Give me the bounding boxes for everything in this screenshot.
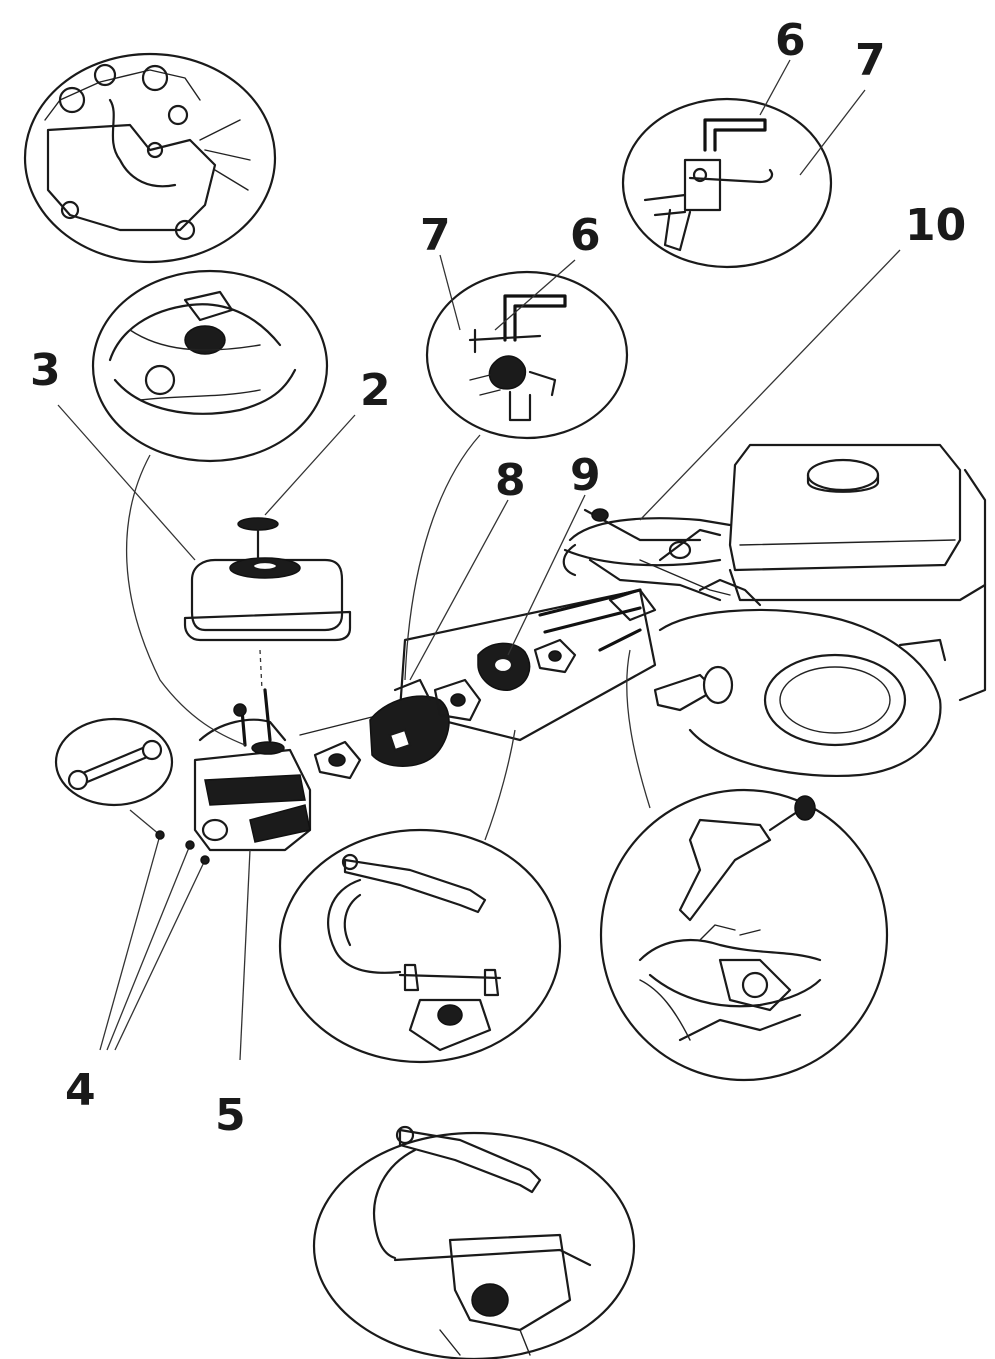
callout-leaders [57, 59, 901, 1061]
detail-circle-wrench [54, 717, 174, 807]
detail-circle-throttle-linkage [621, 97, 833, 269]
detail-circle-fuel-line-carburetor [278, 828, 562, 1064]
wing-nut [237, 517, 279, 562]
callout-9: 9 [570, 450, 601, 501]
carburetor-exploded [369, 678, 450, 767]
air-cleaner-cover [183, 557, 352, 642]
callout-7-top: 7 [855, 35, 886, 86]
callout-10: 10 [905, 200, 966, 251]
detail-circle-carburetor-side [599, 788, 889, 1082]
callout-6-top: 6 [775, 15, 806, 66]
callout-4: 4 [65, 1065, 96, 1116]
gasket-left [313, 740, 362, 780]
connector-lines [125, 434, 651, 841]
callout-8: 8 [495, 455, 526, 506]
detail-circle-fuel-line-bottom [312, 1125, 636, 1359]
callout-2: 2 [360, 365, 391, 416]
detail-circle-carburetor-top [23, 52, 277, 264]
callout-3: 3 [30, 345, 61, 396]
callout-6-middle: 6 [570, 210, 601, 261]
air-cleaner-base [193, 688, 312, 852]
callout-7-middle: 7 [420, 210, 451, 261]
callout-5: 5 [215, 1090, 246, 1141]
detail-circle-air-cleaner-mount [91, 269, 329, 463]
gasket-right [533, 638, 577, 674]
mounting-studs [299, 588, 642, 736]
detail-circle-choke-linkage [425, 270, 629, 440]
spacer-9 [477, 642, 531, 691]
gasket-middle [433, 678, 482, 722]
